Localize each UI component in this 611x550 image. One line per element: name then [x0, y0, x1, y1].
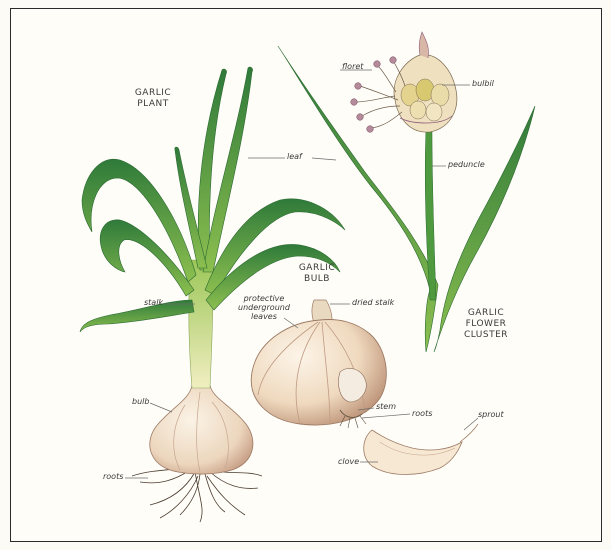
title-garlic-bulb: GARLIC BULB — [282, 263, 352, 285]
label-bulb: bulb — [132, 397, 149, 406]
plant-roots — [132, 468, 262, 522]
title-plant-line-2: PLANT — [118, 99, 188, 110]
label-protective-line-2: underground — [238, 303, 290, 312]
title-bulb-line-2: BULB — [282, 274, 352, 285]
plant-bulb — [150, 385, 253, 474]
garlic-plant — [80, 67, 345, 522]
title-flower-line-2: FLOWER — [448, 319, 524, 330]
title-plant-line-1: GARLIC — [118, 88, 188, 99]
label-stem: stem — [376, 402, 396, 411]
title-bulb-line-1: GARLIC — [282, 263, 352, 274]
title-garlic-plant: GARLIC PLANT — [118, 88, 188, 110]
label-protective-line-3: leaves — [238, 312, 290, 321]
label-dried-stalk: dried stalk — [352, 298, 394, 307]
label-bulbil: bulbil — [472, 79, 494, 88]
title-flower-line-1: GARLIC — [448, 308, 524, 319]
label-stalk: stalk — [144, 298, 163, 307]
label-roots-bulb: roots — [412, 409, 432, 418]
label-protective-line-1: protective — [238, 294, 290, 303]
label-floret: floret — [342, 62, 363, 71]
label-clove: clove — [338, 457, 359, 466]
label-sprout: sprout — [478, 410, 504, 419]
title-flower-line-3: CLUSTER — [448, 330, 524, 341]
label-protective-underground-leaves: protective underground leaves — [238, 294, 290, 322]
garlic-clove — [364, 430, 462, 475]
label-leaf-plant: leaf — [287, 152, 302, 161]
title-garlic-flower-cluster: GARLIC FLOWER CLUSTER — [448, 308, 524, 340]
label-peduncle: peduncle — [448, 160, 485, 169]
label-roots-plant: roots — [103, 472, 123, 481]
